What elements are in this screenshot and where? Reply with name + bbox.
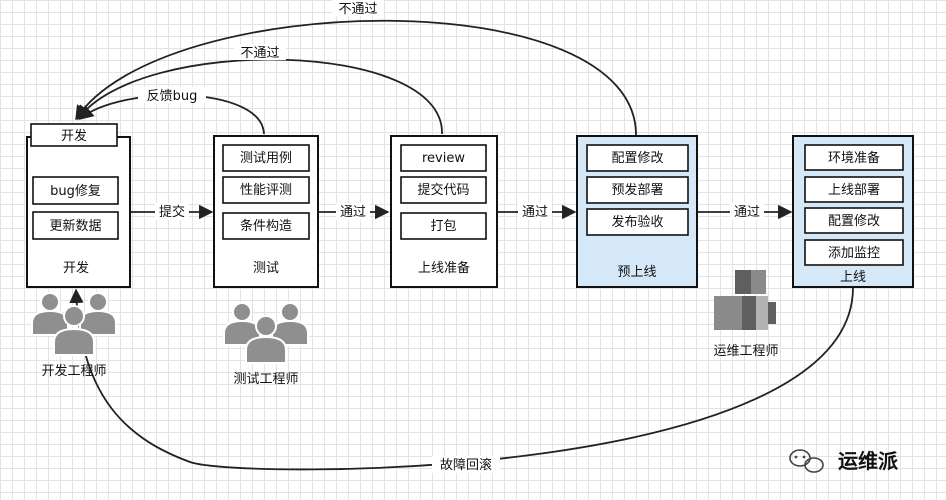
dev-item: bug修复 <box>50 184 101 199</box>
live-item-box <box>804 207 904 234</box>
ops-engineer-icon <box>714 270 776 330</box>
pre-item: 预发部署 <box>611 182 663 198</box>
label-live-to-dev: 故障回滚 <box>440 457 492 473</box>
stage-dev-header: 开发 <box>61 128 87 144</box>
pre-item-box <box>586 208 689 236</box>
prep-item-box <box>400 176 487 204</box>
stage-dev-header-box <box>30 123 118 147</box>
prep-item-box <box>400 144 487 172</box>
test-item-box <box>222 144 310 172</box>
label-test-to-dev: 反馈bug <box>147 89 198 104</box>
stage-test-caption: 测试 <box>253 261 279 276</box>
dev-item: 更新数据 <box>49 218 101 234</box>
dev-item-box <box>32 211 119 240</box>
stage-prep-caption: 上线准备 <box>418 260 470 276</box>
test-item-box <box>222 176 310 204</box>
edge-live-to-dev <box>69 287 854 471</box>
stage-pre: 配置修改 预发部署 发布验收 预上线 <box>576 135 698 288</box>
live-item-box <box>804 176 904 203</box>
live-item-box <box>804 144 904 171</box>
live-item: 添加监控 <box>828 246 880 261</box>
dev-item-box <box>32 176 119 205</box>
pre-item: 配置修改 <box>611 151 663 166</box>
tester-group-icon <box>223 302 309 364</box>
live-item: 上线部署 <box>828 183 880 198</box>
watermark-text: 运维派 <box>838 449 899 473</box>
edge-pre-to-dev <box>75 19 637 138</box>
stage-pre-caption: 预上线 <box>617 265 656 280</box>
stage-dev: 开发 bug修复 更新数据 开发 <box>26 123 131 288</box>
test-item: 性能评测 <box>240 183 292 198</box>
prep-item: 打包 <box>430 219 456 234</box>
stage-live-caption: 上线 <box>840 270 866 285</box>
developer-group-icon <box>31 292 117 356</box>
test-item: 测试用例 <box>240 151 292 166</box>
stage-prep: review 提交代码 打包 上线准备 <box>390 135 498 288</box>
live-item: 环境准备 <box>828 150 880 166</box>
prep-item: 提交代码 <box>417 182 469 198</box>
label-test-to-prep: 通过 <box>340 205 366 220</box>
stage-dev-caption: 开发 <box>63 260 89 276</box>
test-item-box <box>222 212 310 240</box>
pre-item-box <box>586 176 689 204</box>
developer-role-label: 开发工程师 <box>41 363 106 379</box>
tester-role-label: 测试工程师 <box>233 372 298 387</box>
stage-live: 环境准备 上线部署 配置修改 添加监控 上线 <box>792 135 914 288</box>
label-prep-to-dev: 不通过 <box>240 46 279 61</box>
prep-item: review <box>422 151 465 166</box>
live-item-box <box>804 239 904 266</box>
prep-item-box <box>400 212 487 240</box>
live-item: 配置修改 <box>828 214 880 229</box>
label-prep-to-pre: 通过 <box>522 205 548 220</box>
label-pre-to-live: 通过 <box>734 205 760 220</box>
stage-test: 测试用例 性能评测 条件构造 测试 <box>213 135 319 288</box>
pre-item: 发布验收 <box>611 214 663 230</box>
pre-item-box <box>586 144 689 172</box>
ops-role-label: 运维工程师 <box>713 344 778 359</box>
wechat-logo-icon <box>789 449 824 473</box>
test-item: 条件构造 <box>240 218 292 234</box>
label-dev-to-test: 提交 <box>159 204 185 220</box>
label-pre-to-dev: 不通过 <box>338 2 377 17</box>
